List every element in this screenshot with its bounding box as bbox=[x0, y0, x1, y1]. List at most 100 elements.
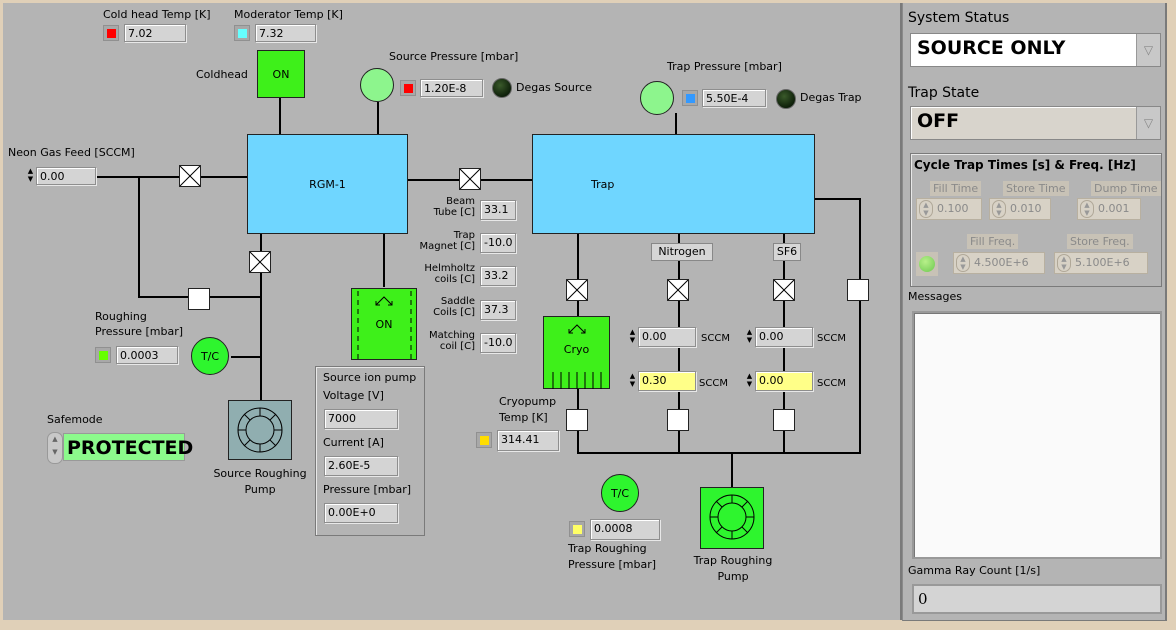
store-freq-input[interactable]: ▲▼5.100E+6 bbox=[1054, 252, 1148, 274]
cycle-led[interactable] bbox=[919, 256, 935, 272]
trap-roughing-pressure-value: 0.0008 bbox=[590, 519, 660, 540]
roughing-bypass-valve[interactable] bbox=[188, 288, 210, 310]
cycle-trap-panel: Cycle Trap Times [s] & Freq. [Hz] Fill T… bbox=[910, 153, 1162, 287]
saddle-coils-temp: 37.3 bbox=[480, 300, 516, 320]
fill-freq-label: Fill Freq. bbox=[967, 234, 1019, 249]
pump-icon bbox=[709, 494, 755, 540]
safemode-spinner[interactable]: ▲▼ bbox=[47, 432, 63, 464]
cycle-trap-title: Cycle Trap Times [s] & Freq. [Hz] bbox=[914, 158, 1136, 172]
sf6-actual-spinner[interactable]: ▲▼ bbox=[746, 372, 753, 388]
side-panel: System Status SOURCE ONLY ▽ Trap State O… bbox=[902, 3, 1167, 621]
beam-tube-valve[interactable] bbox=[459, 168, 481, 190]
cryo-pump-button[interactable]: Cryo bbox=[543, 316, 610, 389]
dump-time-input[interactable]: ▲▼0.001 bbox=[1077, 198, 1141, 220]
dump-time-label: Dump Time bbox=[1091, 181, 1161, 196]
trap-pressure-value: 5.50E-4 bbox=[702, 89, 766, 107]
degas-trap-label: Degas Trap bbox=[800, 91, 862, 104]
trap-state-dropdown[interactable]: OFF ▽ bbox=[910, 106, 1161, 140]
roughing-pressure-value: 0.0003 bbox=[116, 346, 178, 364]
ion-pump-voltage: 7000 bbox=[324, 409, 398, 429]
system-status-label: System Status bbox=[908, 10, 1010, 26]
neon-feed-spinner[interactable]: ▲▼ bbox=[27, 167, 34, 183]
safemode-value[interactable]: PROTECTED bbox=[63, 433, 193, 461]
ion-pump-pressure: 0.00E+0 bbox=[324, 503, 398, 523]
source-tc-gauge: T/C bbox=[191, 337, 229, 375]
ion-pump-title: Source ion pump bbox=[323, 371, 417, 384]
messages-box[interactable] bbox=[912, 311, 1162, 559]
degas-source-label: Degas Source bbox=[516, 81, 592, 94]
ion-pump-current-label: Current [A] bbox=[323, 436, 384, 449]
fill-freq-input[interactable]: ▲▼4.500E+6 bbox=[953, 252, 1045, 274]
roughing-pressure-led bbox=[95, 347, 111, 363]
neon-feed-label: Neon Gas Feed [SCCM] bbox=[8, 146, 135, 159]
trap-roughing-pressure-led bbox=[569, 521, 585, 537]
source-pressure-label: Source Pressure [mbar] bbox=[389, 50, 519, 63]
sf6-button[interactable]: SF6 bbox=[773, 243, 801, 261]
gamma-count-value: 0 bbox=[912, 584, 1162, 614]
source-pressure-led bbox=[400, 80, 416, 96]
neon-valve[interactable] bbox=[179, 165, 201, 187]
nitrogen-valve[interactable] bbox=[667, 279, 689, 301]
nitrogen-actual-unit: SCCM bbox=[699, 378, 728, 389]
store-time-input[interactable]: ▲▼0.010 bbox=[989, 198, 1051, 220]
pump-icon bbox=[237, 407, 283, 453]
matching-coil-temp: -10.0 bbox=[480, 333, 516, 353]
trap-pressure-gauge-icon bbox=[640, 81, 674, 115]
cryo-valve[interactable] bbox=[566, 279, 588, 301]
cryo-roughing-valve[interactable] bbox=[566, 409, 588, 431]
cryopump-temp-value: 314.41 bbox=[497, 430, 559, 451]
fill-time-input[interactable]: ▲▼0.100 bbox=[916, 198, 982, 220]
ion-pump-on-button[interactable]: ON bbox=[351, 288, 417, 360]
nitrogen-actual-spinner[interactable]: ▲▼ bbox=[629, 372, 636, 388]
ion-pump-pressure-label: Pressure [mbar] bbox=[323, 483, 412, 496]
ion-pump-on-label: ON bbox=[375, 317, 393, 331]
trap-vessel: Trap bbox=[532, 134, 815, 234]
rgm-roughing-valve[interactable] bbox=[249, 251, 271, 273]
cycle-led-frame bbox=[916, 252, 938, 276]
moderator-temp-value: 7.32 bbox=[255, 24, 316, 42]
sf6-setpoint-input[interactable]: 0.00 bbox=[755, 327, 813, 347]
source-roughing-pump[interactable] bbox=[228, 400, 292, 460]
rgm1-vessel: RGM-1 bbox=[247, 134, 408, 234]
coldhead-label: Coldhead bbox=[196, 68, 248, 81]
system-status-value: SOURCE ONLY bbox=[917, 37, 1066, 59]
trap-bypass-valve[interactable] bbox=[847, 279, 869, 301]
store-time-label: Store Time bbox=[1003, 181, 1069, 196]
coldhead-on-button[interactable]: ON bbox=[257, 50, 305, 98]
sf6-valve[interactable] bbox=[773, 279, 795, 301]
sf6-actual-input[interactable]: 0.00 bbox=[755, 371, 813, 391]
source-pressure-gauge-icon bbox=[360, 68, 394, 102]
sf6-actual-unit: SCCM bbox=[817, 378, 846, 389]
degas-source-button[interactable] bbox=[492, 78, 512, 98]
cryopump-temp-led bbox=[476, 432, 492, 448]
store-freq-label: Store Freq. bbox=[1067, 234, 1133, 249]
trap-roughing-pump[interactable] bbox=[700, 487, 764, 549]
cold-head-temp-led bbox=[103, 25, 119, 41]
trap-tc-gauge: T/C bbox=[601, 474, 639, 512]
nitrogen-button[interactable]: Nitrogen bbox=[651, 243, 713, 261]
nitrogen-setpoint-input[interactable]: 0.00 bbox=[638, 327, 696, 347]
cold-head-temp-label: Cold head Temp [K] bbox=[103, 8, 211, 21]
degas-trap-button[interactable] bbox=[776, 89, 796, 109]
moderator-temp-led bbox=[234, 25, 250, 41]
safemode-label: Safemode bbox=[47, 413, 103, 426]
nitrogen-setpoint-spinner[interactable]: ▲▼ bbox=[629, 328, 636, 344]
trap-magnet-temp: -10.0 bbox=[480, 233, 516, 253]
sf6-setpoint-spinner[interactable]: ▲▼ bbox=[746, 328, 753, 344]
neon-feed-input[interactable]: 0.00 bbox=[36, 167, 96, 185]
nitrogen-actual-input[interactable]: 0.30 bbox=[638, 371, 696, 391]
chevron-down-icon[interactable]: ▽ bbox=[1136, 107, 1160, 139]
chevron-down-icon[interactable]: ▽ bbox=[1136, 34, 1160, 66]
system-status-dropdown[interactable]: SOURCE ONLY ▽ bbox=[910, 33, 1161, 67]
schematic-panel: Cold head Temp [K] 7.02 Moderator Temp [… bbox=[3, 3, 902, 620]
ion-pump-voltage-label: Voltage [V] bbox=[323, 389, 384, 402]
sf6-roughing-valve[interactable] bbox=[773, 409, 795, 431]
nitrogen-roughing-valve[interactable] bbox=[667, 409, 689, 431]
